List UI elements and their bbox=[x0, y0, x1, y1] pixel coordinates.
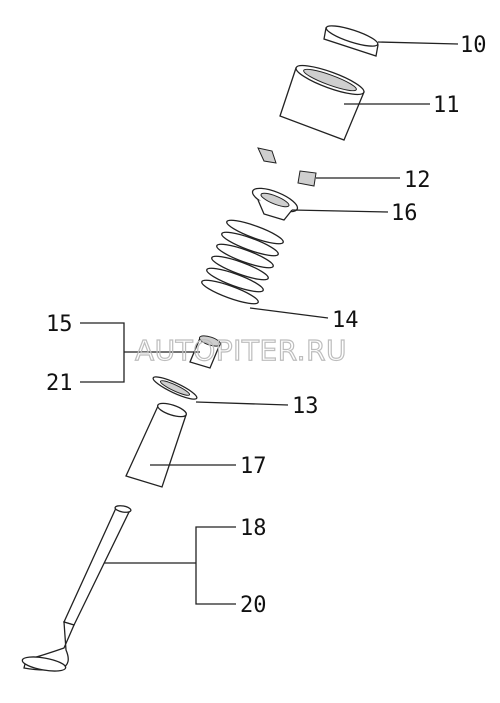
part-number-10: 10 bbox=[460, 33, 487, 58]
part-14-valve-spring bbox=[201, 219, 284, 305]
leader-line-13 bbox=[195, 401, 289, 406]
part-number-18: 18 bbox=[240, 516, 267, 541]
bracket-18-20 bbox=[195, 526, 236, 605]
part-number-12: 12 bbox=[404, 168, 431, 193]
leader-line-10 bbox=[377, 41, 459, 45]
part-number-20: 20 bbox=[240, 593, 267, 618]
part-number-21: 21 bbox=[46, 371, 73, 396]
part-16-spring-retainer bbox=[251, 187, 299, 221]
watermark-text: AUTOPITER.RU bbox=[135, 334, 347, 367]
part-10-shim bbox=[323, 25, 379, 57]
part-17-valve-guide bbox=[125, 402, 187, 488]
part-number-17: 17 bbox=[240, 454, 267, 479]
leader-line-16 bbox=[291, 209, 389, 213]
part-12-collet-right bbox=[297, 170, 317, 187]
part-11-tappet bbox=[279, 64, 365, 141]
part-number-11: 11 bbox=[433, 93, 460, 118]
part-13-spring-seat bbox=[152, 376, 198, 400]
part-18-20-valve bbox=[21, 505, 132, 672]
part-number-13: 13 bbox=[292, 394, 319, 419]
part-15-21-stem-seal bbox=[189, 335, 222, 369]
part-number-16: 16 bbox=[391, 201, 418, 226]
leader-line-14 bbox=[249, 307, 329, 319]
part-number-14: 14 bbox=[332, 308, 359, 333]
bracket-15-21 bbox=[80, 322, 125, 383]
part-number-15: 15 bbox=[46, 312, 73, 337]
part-12-collet-left bbox=[257, 147, 277, 164]
